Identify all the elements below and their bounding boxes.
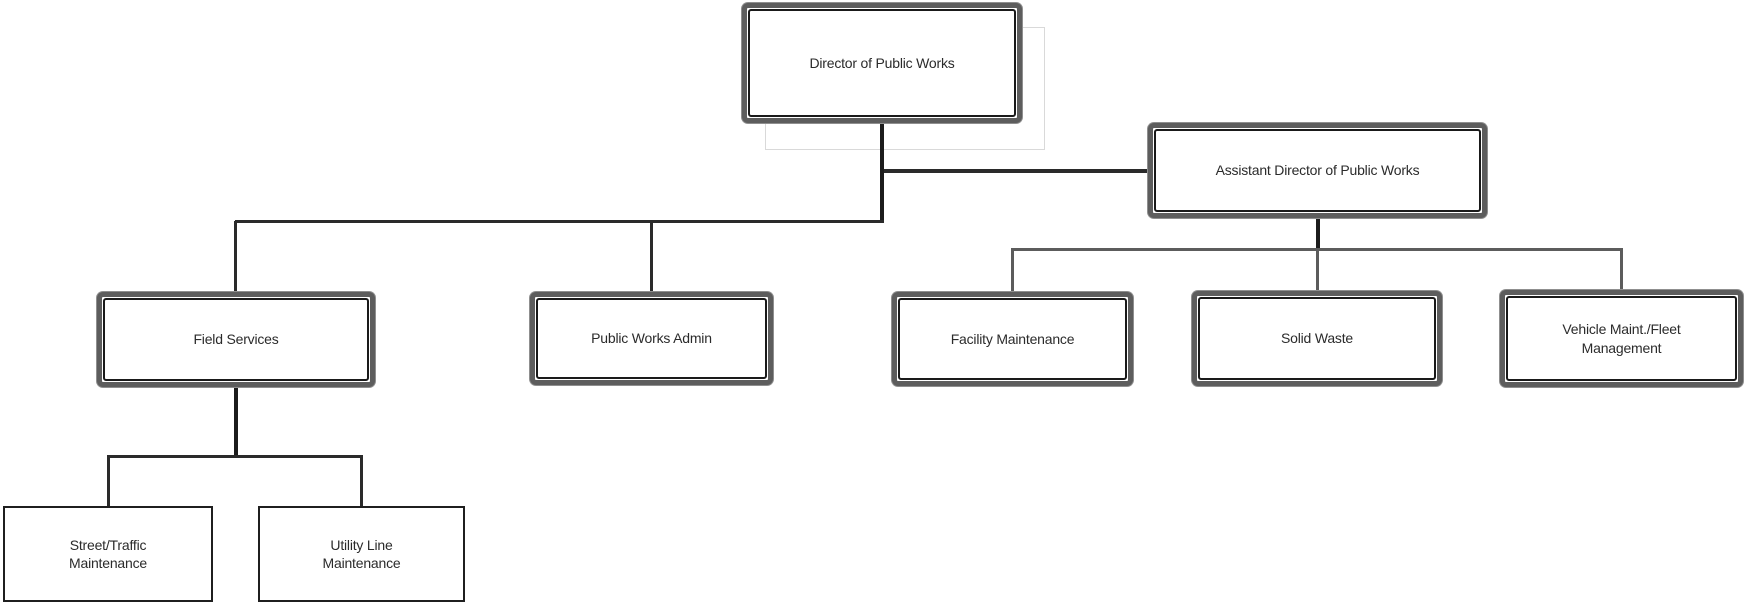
node-director-of-public-works: Director of Public Works [742,3,1022,123]
node-label: Field Services [193,331,279,348]
edge-field-services-children-rail [107,455,363,458]
edge-assistant-stem [1316,218,1320,251]
node-label: Director of Public Works [809,54,955,71]
node-vehicle-maint-fleet-management: Vehicle Maint./Fleet Management [1500,290,1743,387]
node-label: Vehicle Maint./Fleet Management [1562,321,1681,356]
node-label: Assistant Director of Public Works [1215,162,1420,179]
node-utility-line-maintenance: Utility Line Maintenance [258,506,465,602]
node-label: Facility Maintenance [950,330,1075,347]
node-field-services: Field Services [97,292,375,387]
node-label: Solid Waste [1281,330,1353,347]
edge-director-assistant [884,169,1148,173]
node-label: Utility Line Maintenance [322,536,401,571]
edge-drop-public-works-admin [650,221,653,292]
node-label: Street/Traffic Maintenance [69,536,147,571]
node-facility-maintenance: Facility Maintenance [892,292,1133,386]
edge-drop-utility-line [360,456,363,506]
node-label: Public Works Admin [591,330,712,347]
edge-director-stem [880,123,884,223]
edge-drop-facility-maintenance [1011,249,1014,292]
node-street-traffic-maintenance: Street/Traffic Maintenance [3,506,213,602]
edge-drop-street-traffic [107,456,110,506]
node-assistant-director-of-public-works: Assistant Director of Public Works [1148,123,1487,218]
node-public-works-admin: Public Works Admin [530,292,773,385]
edge-drop-vehicle-maint [1620,249,1623,290]
edge-field-services-stem [234,387,238,457]
node-solid-waste: Solid Waste [1192,291,1442,386]
edge-director-children-rail [235,220,884,223]
edge-drop-solid-waste [1316,250,1319,291]
edge-drop-field-services [234,221,237,292]
edge-assistant-children-rail [1011,248,1623,251]
